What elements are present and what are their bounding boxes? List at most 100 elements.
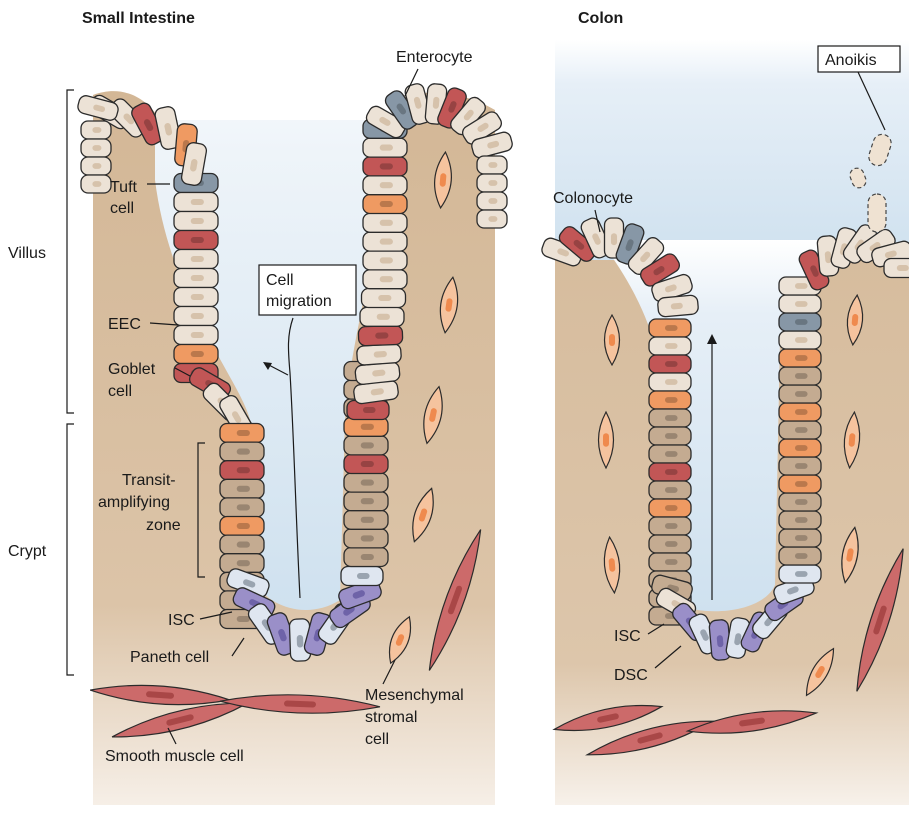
- goblet-cell: [363, 157, 407, 176]
- tuft-cell-label-2: cell: [110, 200, 134, 217]
- ta_cell-cell: [649, 427, 691, 445]
- enterocyte-cell: [174, 212, 218, 231]
- enterocyte-cell: [81, 175, 111, 193]
- nucleus: [488, 198, 497, 204]
- nucleus: [795, 337, 808, 343]
- nucleus: [361, 535, 374, 541]
- nucleus: [237, 486, 250, 492]
- crypt-label: Crypt: [8, 543, 47, 560]
- goblet-cell: [220, 461, 264, 480]
- eec-cell: [220, 517, 264, 536]
- ta_cell-cell: [344, 510, 388, 529]
- nucleus: [795, 517, 808, 523]
- mesenchymal-label-1: Mesenchymal: [365, 687, 464, 704]
- nucleus: [363, 407, 376, 413]
- ta_cell-cell: [344, 436, 388, 455]
- nucleus: [795, 481, 808, 487]
- nucleus: [795, 499, 808, 505]
- nucleus: [377, 314, 390, 320]
- nucleus: [378, 295, 391, 301]
- nucleus: [665, 505, 678, 511]
- nucleus: [488, 162, 497, 168]
- ta_cell-cell: [344, 529, 388, 548]
- enterocyte-cell: [649, 337, 691, 355]
- ta_cell-cell: [344, 473, 388, 492]
- nucleus: [92, 181, 101, 187]
- enterocyte-cell: [362, 289, 406, 308]
- enterocyte-cell: [649, 373, 691, 391]
- nucleus: [191, 275, 204, 281]
- nucleus: [191, 332, 204, 338]
- nucleus: [237, 504, 250, 510]
- nucleus: [665, 523, 678, 529]
- nucleus: [488, 180, 497, 186]
- nucleus: [237, 523, 250, 529]
- enterocyte-cell: [477, 192, 507, 210]
- mesenchymal-label-2: stromal: [365, 709, 417, 726]
- eec-cell: [649, 319, 691, 337]
- nucleus: [665, 541, 678, 547]
- nucleus: [665, 469, 678, 475]
- nucleus: [665, 325, 678, 331]
- enterocyte-cell: [174, 307, 218, 326]
- ta_cell-cell: [649, 409, 691, 427]
- nucleus: [191, 237, 204, 243]
- enterocyte-cell: [81, 157, 111, 175]
- nucleus: [795, 427, 808, 433]
- enterocyte-cell: [81, 139, 111, 157]
- nucleus: [380, 276, 393, 282]
- nucleus: [897, 265, 909, 271]
- nucleus: [361, 442, 374, 448]
- nucleus: [380, 257, 393, 263]
- nucleus: [92, 163, 101, 169]
- enterocyte-cell: [477, 210, 507, 228]
- villus-bracket: [67, 90, 74, 413]
- ta_cell-cell: [220, 479, 264, 498]
- ta_cell-cell: [220, 498, 264, 517]
- nucleus: [92, 127, 101, 133]
- nucleus: [357, 573, 370, 579]
- nucleus: [237, 560, 250, 566]
- enterocyte-cell: [657, 295, 699, 317]
- eec-cell: [363, 195, 407, 214]
- nucleus: [665, 343, 678, 349]
- nucleus: [191, 218, 204, 224]
- ta_cell-cell: [779, 493, 821, 511]
- enterocyte-cell: [477, 174, 507, 192]
- nucleus: [380, 239, 393, 245]
- eec-cell: [220, 424, 264, 443]
- ta_cell-cell: [220, 554, 264, 573]
- nucleus: [297, 635, 304, 648]
- ta_cell-cell: [649, 445, 691, 463]
- ta-label-1: Transit-: [122, 472, 176, 489]
- enterocyte-cell: [477, 156, 507, 174]
- enterocyte-cell: [363, 270, 407, 289]
- nucleus: [795, 319, 808, 325]
- paneth-cell: [341, 567, 383, 586]
- nucleus: [375, 332, 388, 339]
- enterocyte-label: Enterocyte: [396, 49, 473, 66]
- eec-cell: [174, 345, 218, 364]
- anoikis-label: Anoikis: [825, 52, 877, 69]
- nucleus: [488, 216, 497, 222]
- nucleus: [380, 220, 393, 226]
- enterocyte-cell: [174, 250, 218, 269]
- enterocyte-cell: [81, 121, 111, 139]
- nucleus: [795, 409, 808, 415]
- nucleus: [665, 487, 678, 493]
- nucleus: [361, 424, 374, 430]
- nucleus: [611, 233, 617, 245]
- eec-cell: [779, 349, 821, 367]
- nucleus: [665, 415, 678, 421]
- eec-label: EEC: [108, 316, 141, 333]
- goblet-cell: [649, 463, 691, 481]
- goblet-cell: [649, 355, 691, 373]
- enterocyte-cell: [779, 331, 821, 349]
- ta-label-3: zone: [146, 517, 181, 534]
- ta_cell-cell: [779, 529, 821, 547]
- nucleus: [795, 355, 808, 361]
- tuft-cell-label-1: Tuft: [110, 179, 138, 196]
- nucleus: [191, 313, 204, 319]
